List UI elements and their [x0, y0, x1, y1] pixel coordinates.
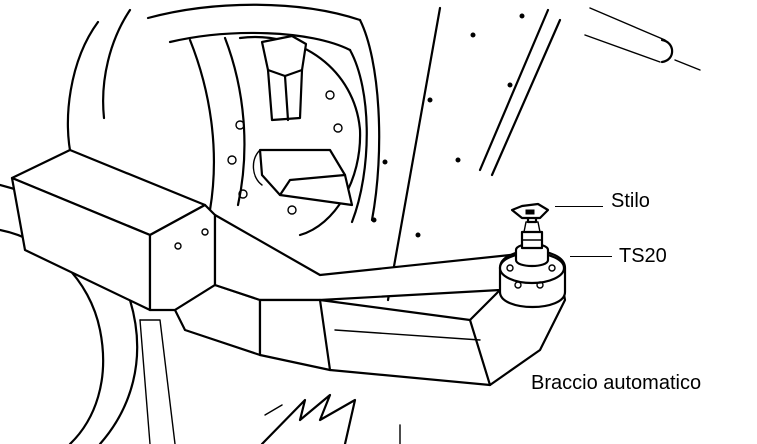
stylus-leader-line — [555, 206, 603, 207]
ts20-probe — [514, 221, 550, 268]
stylus — [510, 202, 550, 224]
break-lines — [260, 393, 401, 444]
arm-label: Braccio automatico — [531, 372, 702, 394]
automatic-arm — [10, 148, 567, 387]
probe-leader-line — [570, 256, 612, 257]
chuck-body — [66, 3, 381, 237]
probe-label: TS20 — [619, 245, 667, 267]
stylus-label: Stilo — [611, 190, 650, 212]
